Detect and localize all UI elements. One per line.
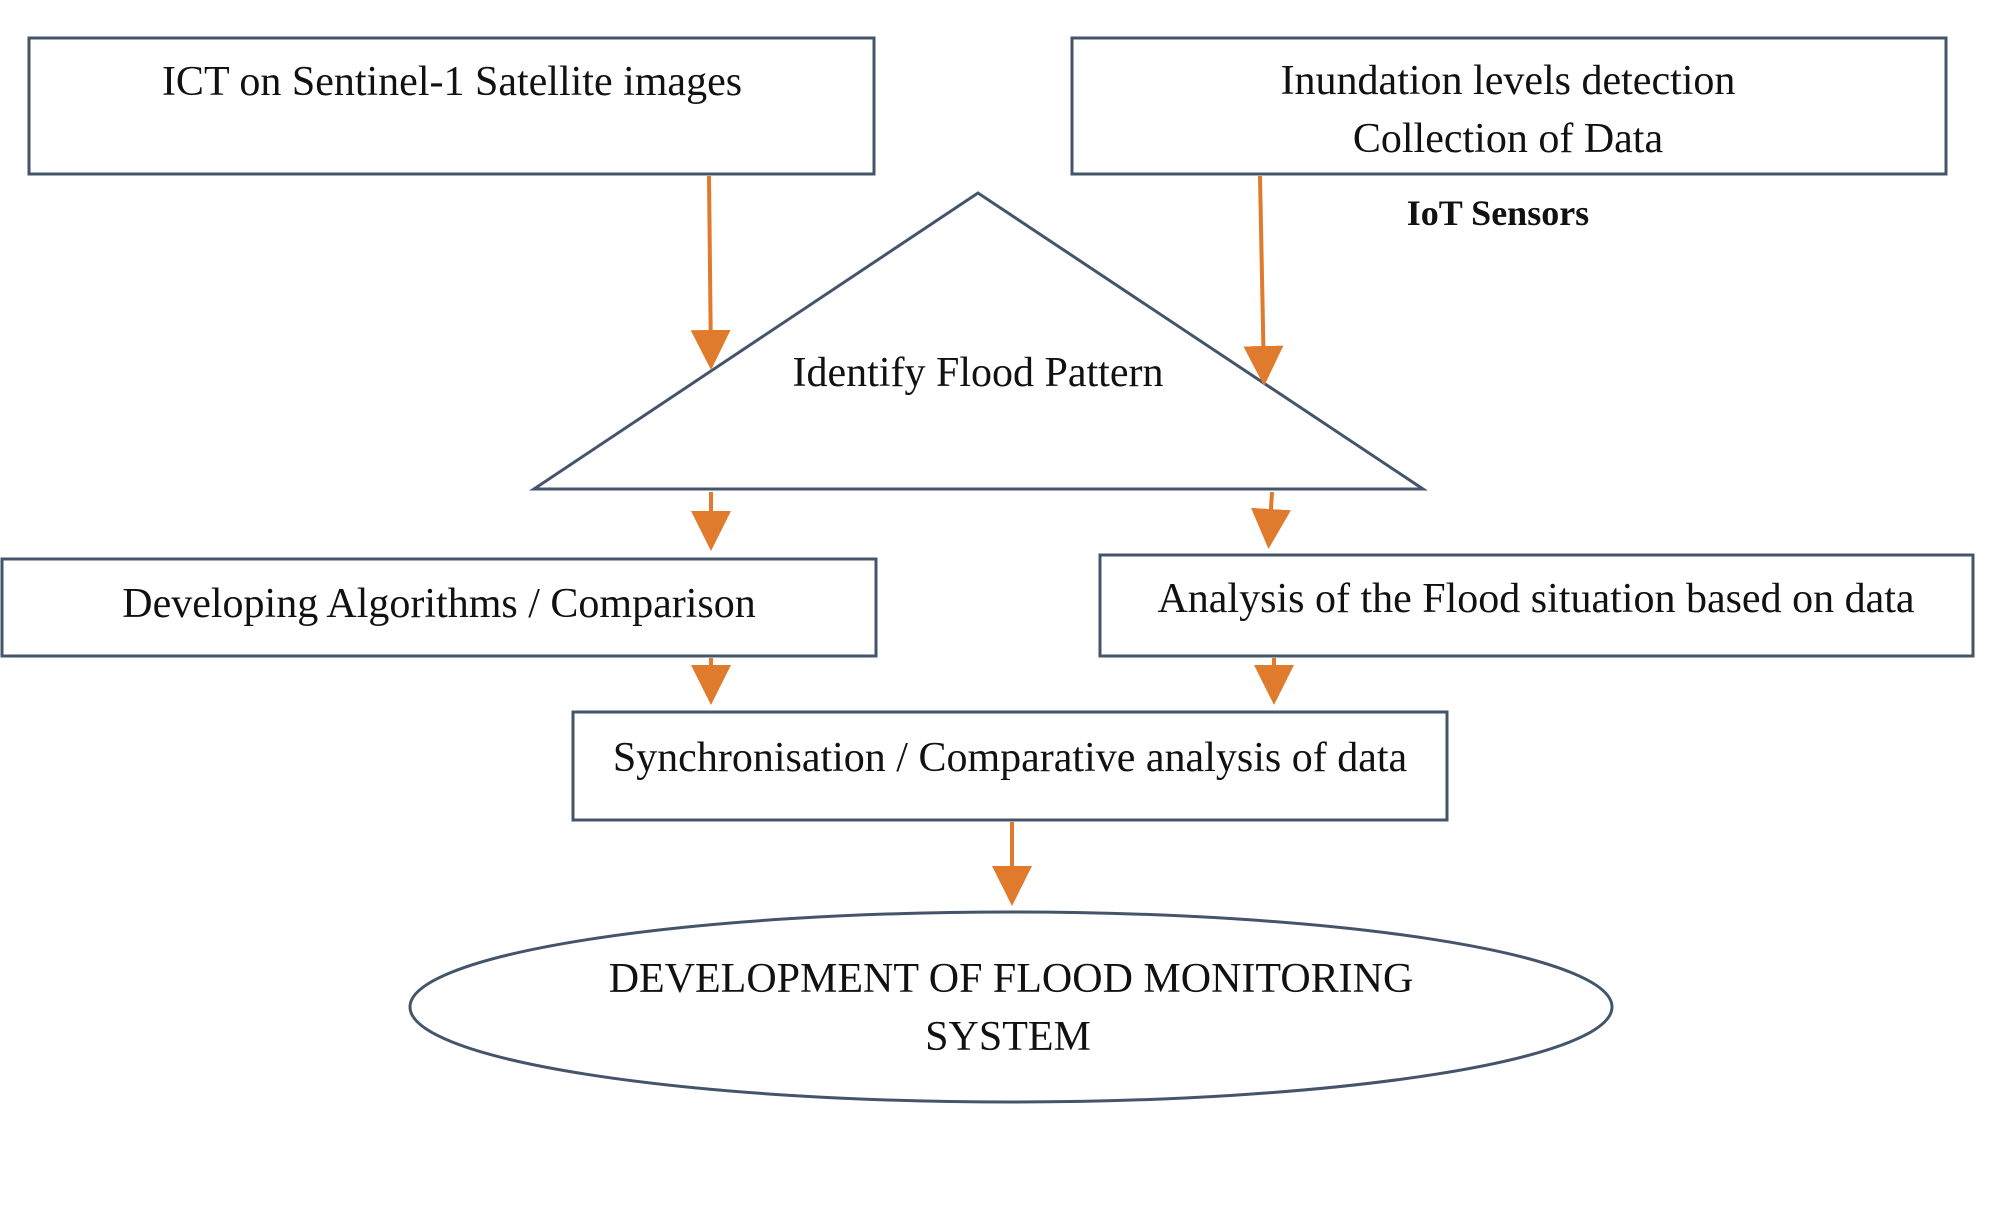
system-label-line2: SYSTEM (925, 1014, 1091, 1060)
synchronisation-label: Synchronisation / Comparative analysis o… (613, 735, 1408, 781)
system-label-line1: DEVELOPMENT OF FLOOD MONITORING (609, 956, 1414, 1002)
inundation-label: Inundation levels detection (1281, 58, 1736, 104)
data-collection-label: Collection of Data (1353, 116, 1664, 162)
ict-satellite-box: ICT on Sentinel-1 Satellite images (27, 36, 876, 176)
arrow-ict-to-pattern (690, 175, 731, 370)
synchronisation-box: Synchronisation / Comparative analysis o… (571, 710, 1449, 822)
identify-flood-pattern-triangle: Identify Flood Pattern (529, 191, 1428, 491)
analysis-label: Analysis of the Flood situation based on… (1157, 576, 1914, 622)
arrow-pattern-to-analysis (1250, 491, 1291, 549)
inundation-box: Inundation levels detection Collection o… (1070, 36, 1948, 176)
ict-satellite-label: ICT on Sentinel-1 Satellite images (162, 59, 742, 105)
flood-pattern-label: Identify Flood Pattern (793, 350, 1164, 396)
arrow-inundation-to-pattern (1243, 175, 1284, 386)
algorithms-label: Developing Algorithms / Comparison (122, 581, 755, 627)
analysis-box: Analysis of the Flood situation based on… (1098, 553, 1975, 658)
algorithms-box: Developing Algorithms / Comparison (0, 557, 878, 658)
iot-sensors-label: IoT Sensors (1407, 193, 1589, 233)
flood-monitoring-system-ellipse: DEVELOPMENT OF FLOOD MONITORING SYSTEM (408, 910, 1614, 1104)
